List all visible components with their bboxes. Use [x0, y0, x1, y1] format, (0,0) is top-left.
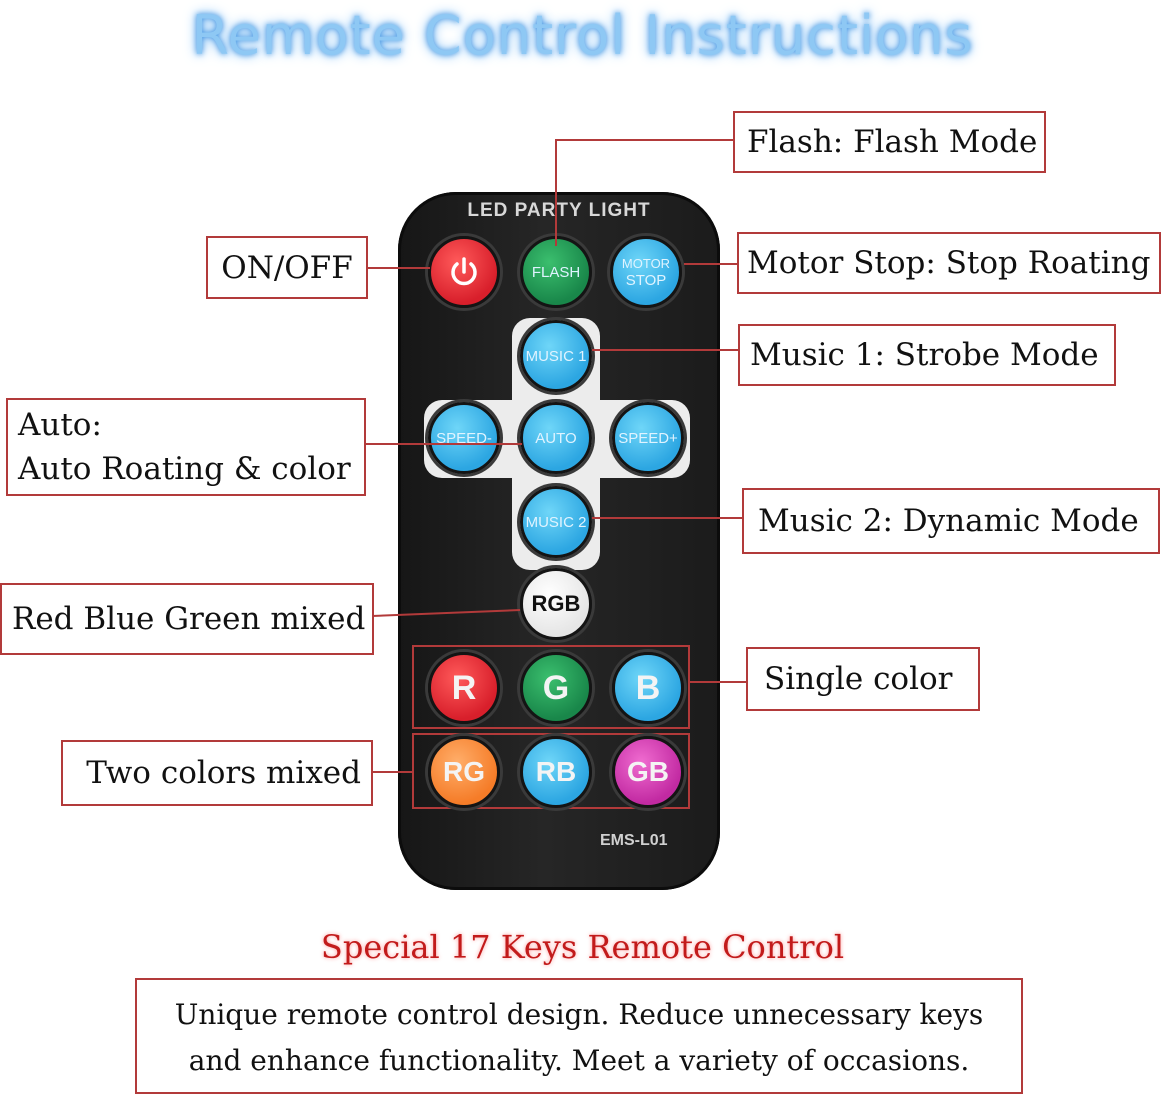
footer-title: Special 17 Keys Remote Control	[320, 928, 845, 966]
motor-stop-label: Motor Stop: Stop Roating	[737, 232, 1161, 294]
speed-plus-button[interactable]: SPEED+	[612, 402, 684, 474]
auto-text-line1: Auto:	[18, 407, 102, 443]
on-off-text: ON/OFF	[221, 249, 353, 286]
power-button[interactable]	[428, 236, 500, 308]
remote-brand-label: LED PARTY LIGHT	[467, 200, 651, 221]
motor-stop-text: Motor Stop: Stop Roating	[747, 245, 1151, 281]
red-button[interactable]: R	[428, 652, 500, 724]
motor-stop-line2: STOP	[625, 272, 667, 289]
rgb-button[interactable]: RGB	[520, 568, 592, 640]
single-color-group-frame	[412, 645, 690, 729]
music2-label: Music 2: Dynamic Mode	[742, 488, 1160, 554]
page-title: Remote Control Instructions	[191, 4, 974, 67]
single-color-text: Single color	[764, 661, 953, 697]
flash-mode-label: Flash: Flash Mode	[733, 111, 1046, 173]
motor-stop-line1: MOTOR	[621, 256, 671, 271]
rb-button[interactable]: RB	[520, 736, 592, 808]
two-colors-text: Two colors mixed	[86, 755, 361, 791]
music1-label: Music 1: Strobe Mode	[738, 324, 1116, 386]
auto-label: Auto: Auto Roating & color	[6, 398, 366, 496]
green-button[interactable]: G	[520, 652, 592, 724]
auto-button[interactable]: AUTO	[520, 402, 592, 474]
music2-button[interactable]: MUSIC 2	[520, 486, 592, 558]
model-number: EMS-L01	[600, 832, 668, 849]
on-off-label: ON/OFF	[206, 236, 368, 299]
flash-mode-text: Flash: Flash Mode	[747, 124, 1038, 160]
two-colors-group-frame	[412, 733, 690, 809]
music1-text: Music 1: Strobe Mode	[750, 337, 1099, 373]
auto-text-line2: Auto Roating & color	[18, 451, 351, 487]
blue-button[interactable]: B	[612, 652, 684, 724]
rgb-mixed-text: Red Blue Green mixed	[12, 601, 366, 637]
footer-description: Unique remote control design. Reduce unn…	[135, 978, 1023, 1094]
power-icon	[451, 257, 477, 286]
footer-line2: and enhance functionality. Meet a variet…	[188, 1044, 970, 1077]
rg-button[interactable]: RG	[428, 736, 500, 808]
motor-stop-button[interactable]: MOTOR STOP	[610, 236, 682, 308]
music2-text: Music 2: Dynamic Mode	[758, 503, 1139, 539]
gb-button[interactable]: GB	[612, 736, 684, 808]
music1-button[interactable]: MUSIC 1	[520, 320, 592, 392]
speed-minus-button[interactable]: SPEED-	[428, 402, 500, 474]
rgb-mixed-label: Red Blue Green mixed	[0, 583, 374, 655]
single-color-label: Single color	[746, 647, 980, 711]
two-colors-label: Two colors mixed	[61, 740, 373, 806]
footer-line1: Unique remote control design. Reduce unn…	[174, 998, 984, 1031]
